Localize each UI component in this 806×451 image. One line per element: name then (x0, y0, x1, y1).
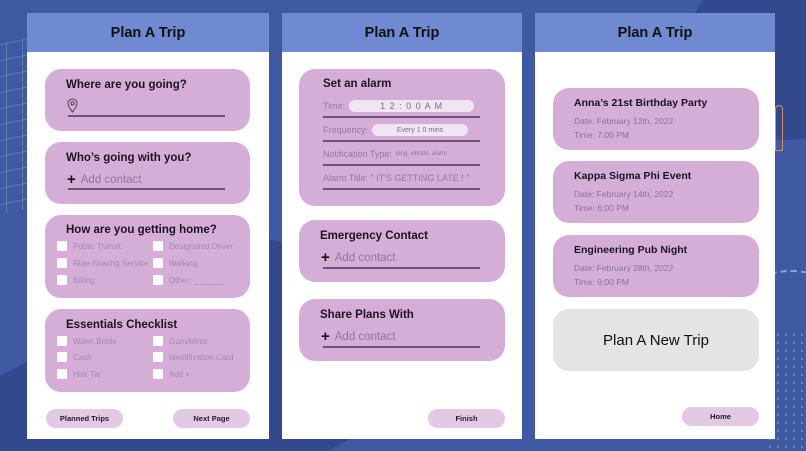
companions-input-underline (68, 188, 225, 190)
trip-name: Anna’s 21st Birthday Party (574, 97, 708, 109)
bg-dashed-curve (756, 270, 806, 300)
next-page-button[interactable]: Next Page (173, 409, 250, 428)
trip-time: Time: 7:00 PM (574, 130, 629, 140)
transport-option-other[interactable]: Other: _______ (153, 275, 225, 285)
transport-option-public-transit[interactable]: Public Transit (57, 241, 121, 251)
alarm-time-field: Time: 1 2 : 0 0 A M (323, 100, 475, 112)
checkbox[interactable] (57, 369, 67, 379)
add-share-contact-button[interactable]: + Add contact (321, 328, 396, 345)
essential-item-add[interactable]: Add + (153, 369, 190, 379)
alarm-title-field[interactable]: Alarm Title: " IT'S GETTING LATE ! " (323, 173, 470, 183)
screen-planned-trips: Plan A Trip Anna’s 21st Birthday Party D… (535, 13, 775, 439)
share-plans-label: Share Plans With (320, 309, 414, 321)
plus-icon: + (321, 249, 330, 266)
trip-date: Date: February 12th, 2022 (574, 116, 674, 126)
trip-name: Kappa Sigma Phi Event (574, 170, 692, 182)
checkbox[interactable] (153, 336, 163, 346)
essentials-card: Essentials Checklist Water Bottle Gum/Mi… (45, 309, 250, 392)
plan-new-trip-button[interactable]: Plan A New Trip (553, 309, 759, 371)
essential-item-hair-tie[interactable]: Hair Tie (57, 369, 101, 379)
essential-item-id-card[interactable]: Identification Card (153, 352, 233, 362)
trip-name: Engineering Pub Night (574, 244, 688, 256)
emergency-contact-label: Emergency Contact (320, 230, 429, 242)
checkbox[interactable] (153, 369, 163, 379)
trip-date: Date: February 14th, 2022 (574, 189, 674, 199)
notification-type-field[interactable]: Notification Type: ping, vibrate, alarm (323, 149, 447, 159)
screen-title: Plan A Trip (617, 24, 693, 41)
time-input[interactable]: 1 2 : 0 0 A M (349, 100, 475, 112)
screen-title: Plan A Trip (110, 24, 186, 41)
divider (323, 267, 480, 269)
add-contact-label: Add contact (80, 173, 142, 186)
essential-item-water-bottle[interactable]: Water Bottle (57, 336, 117, 346)
add-emergency-contact-button[interactable]: + Add contact (321, 249, 396, 266)
checkbox[interactable] (153, 275, 163, 285)
screen-header: Plan A Trip (27, 13, 269, 52)
checkbox[interactable] (57, 241, 67, 251)
transport-card: How are you getting home? Public Transit… (45, 215, 250, 298)
checkbox[interactable] (57, 258, 67, 268)
checkbox[interactable] (57, 336, 67, 346)
trip-date: Date: February 28th, 2022 (574, 263, 674, 273)
location-pin-icon (67, 98, 78, 113)
checkbox[interactable] (57, 275, 67, 285)
destination-input[interactable] (68, 115, 225, 117)
destination-card: Where are you going? (45, 69, 250, 131)
divider (323, 164, 480, 166)
screen-header: Plan A Trip (282, 13, 522, 52)
notification-type-value: ping, vibrate, alarm (395, 151, 447, 157)
destination-label: Where are you going? (66, 79, 187, 91)
checkbox[interactable] (57, 352, 67, 362)
checkbox[interactable] (153, 352, 163, 362)
essential-item-cash[interactable]: Cash (57, 352, 92, 362)
transport-option-ride-sharing[interactable]: Ride-Sharing Service (57, 258, 149, 268)
finish-button[interactable]: Finish (428, 409, 505, 428)
essential-item-gum-mints[interactable]: Gum/Mints (153, 336, 208, 346)
frequency-input[interactable]: Every 1 0 mins (372, 124, 469, 136)
bg-pin-decoration (775, 105, 783, 151)
alarm-frequency-field: Frequency: Every 1 0 mins (323, 124, 469, 136)
companions-label: Who’s going with you? (66, 152, 192, 164)
transport-option-walking[interactable]: Walking (153, 258, 197, 268)
alarm-label: Set an alarm (323, 78, 392, 90)
alarm-card: Set an alarm Time: 1 2 : 0 0 A M Frequen… (299, 69, 505, 206)
transport-option-biking[interactable]: Biking (57, 275, 95, 285)
divider (323, 140, 480, 142)
emergency-contact-card: Emergency Contact + Add contact (299, 220, 505, 282)
checkbox[interactable] (153, 258, 163, 268)
transport-option-designated-driver[interactable]: Designated Driver (153, 241, 233, 251)
screen-plan-trip-step1: Plan A Trip Where are you going? Who’s g… (27, 13, 269, 439)
screen-title: Plan A Trip (364, 24, 440, 41)
checkbox[interactable] (153, 241, 163, 251)
plus-icon: + (321, 328, 330, 345)
divider (323, 346, 480, 348)
screen-plan-trip-step2: Plan A Trip Set an alarm Time: 1 2 : 0 0… (282, 13, 522, 439)
trip-card[interactable]: Engineering Pub Night Date: February 28t… (553, 235, 759, 297)
companions-card: Who’s going with you? + Add contact (45, 142, 250, 204)
trip-card[interactable]: Anna’s 21st Birthday Party Date: Februar… (553, 88, 759, 150)
transport-label: How are you getting home? (66, 224, 217, 236)
trip-time: Time: 9:00 PM (574, 277, 629, 287)
screen-header: Plan A Trip (535, 13, 775, 52)
essentials-label: Essentials Checklist (66, 319, 178, 331)
share-plans-card: Share Plans With + Add contact (299, 299, 505, 361)
divider (323, 116, 480, 118)
divider (323, 188, 480, 190)
add-companion-button[interactable]: + Add contact (67, 172, 142, 187)
trip-card[interactable]: Kappa Sigma Phi Event Date: February 14t… (553, 161, 759, 223)
plus-icon: + (67, 171, 76, 188)
trip-time: Time: 6:00 PM (574, 203, 629, 213)
planned-trips-button[interactable]: Planned Trips (46, 409, 123, 428)
home-button[interactable]: Home (682, 407, 759, 426)
